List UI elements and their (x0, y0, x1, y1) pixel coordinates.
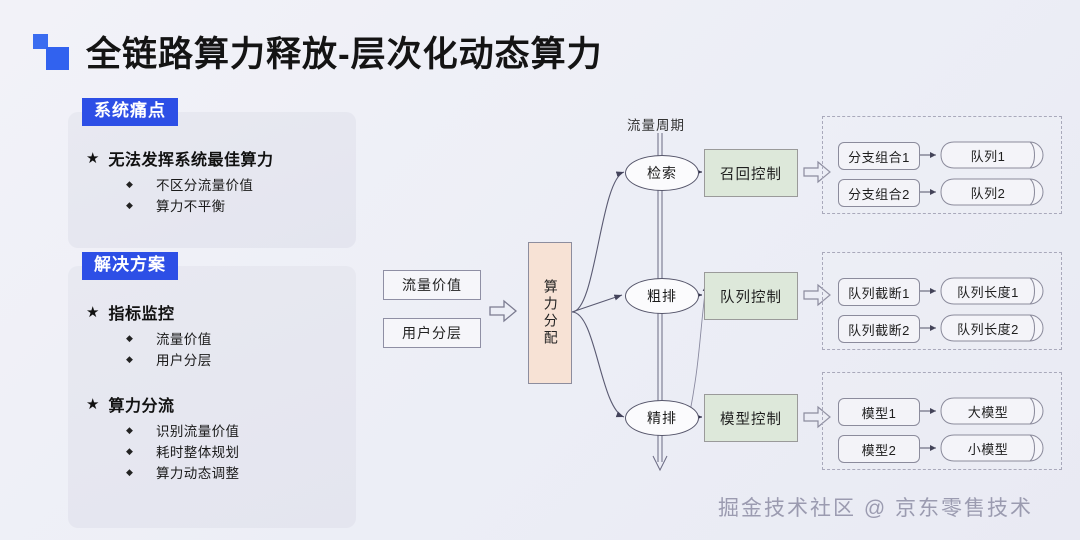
panel-solution: 解决方案 ★ 指标监控 ◆ 流量价值 ◆ 用户分层 ★ 算力分流 (68, 252, 356, 528)
slide-header: 全链路算力释放-层次化动态算力 (0, 0, 1080, 92)
panel-pain-points: 系统痛点 ★ 无法发挥系统最佳算力 ◆ 不区分流量价值 ◆ 算力不平衡 (68, 98, 356, 248)
output-target-queue-length-2-label: 队列长度2 (957, 321, 1019, 337)
control-box-model: 模型控制 (704, 394, 798, 442)
output-target-queue-length-2: 队列长度2 (940, 314, 1044, 342)
output-target-queue-2: 队列2 (940, 178, 1044, 206)
block-arrow-icon-inputs (488, 298, 518, 324)
panel-solution-body: ★ 指标监控 ◆ 流量价值 ◆ 用户分层 ★ 算力分流 ◆ (68, 292, 356, 483)
output-source-branch-2: 分支组合2 (838, 179, 920, 207)
output-target-queue-length-1: 队列长度1 (940, 277, 1044, 305)
logo-square-large (46, 47, 69, 70)
block-arrow-icon-top (802, 159, 832, 185)
block-arrow-icon-mid (802, 282, 832, 308)
stage-node-retrieve: 检索 (625, 155, 699, 191)
allocator-box: 算力分配 (528, 242, 572, 384)
diamond-bullet-icon: ◆ (126, 353, 133, 364)
page-title: 全链路算力释放-层次化动态算力 (86, 35, 603, 74)
blue-squares-logo-icon (33, 34, 73, 70)
output-target-small-model-label: 小模型 (967, 441, 1009, 457)
solution-split-list: ◆ 识别流量价值 ◆ 耗时整体规划 ◆ 算力动态调整 (68, 420, 356, 482)
list-item-label: 耗时整体规划 (156, 445, 240, 460)
panel-spacer (68, 370, 356, 384)
panel-solution-badge: 解决方案 (82, 252, 178, 280)
output-source-model-1: 模型1 (838, 398, 920, 426)
list-item-label: 算力动态调整 (156, 466, 240, 481)
block-arrow-icon-bot (802, 404, 832, 430)
output-target-small-model: 小模型 (940, 434, 1044, 462)
control-box-queue: 队列控制 (704, 272, 798, 320)
list-item: ◆ 流量价值 (126, 328, 356, 348)
allocator-label: 算力分配 (542, 279, 559, 347)
output-target-large-model: 大模型 (940, 397, 1044, 425)
list-item: ◆ 用户分层 (126, 349, 356, 369)
solution-heading-monitor: 指标监控 (108, 306, 175, 323)
solution-heading-row-monitor: ★ 指标监控 (86, 300, 356, 324)
stage-node-fine-rank: 精排 (625, 400, 699, 436)
diamond-bullet-icon: ◆ (126, 332, 133, 343)
list-item-label: 流量价值 (156, 332, 212, 347)
list-item-label: 算力不平衡 (156, 199, 226, 214)
watermark: 掘金技术社区 @ 京东零售技术 (718, 497, 1033, 520)
output-source-model-2: 模型2 (838, 435, 920, 463)
pain-heading-row: ★ 无法发挥系统最佳算力 (86, 146, 356, 170)
diamond-bullet-icon: ◆ (126, 466, 133, 477)
list-item: ◆ 识别流量价值 (126, 420, 356, 440)
pain-heading: 无法发挥系统最佳算力 (108, 152, 274, 169)
list-item: ◆ 算力动态调整 (126, 462, 356, 482)
diamond-bullet-icon: ◆ (126, 199, 133, 210)
input-box-traffic-value: 流量价值 (383, 270, 481, 300)
input-box-user-tier: 用户分层 (383, 318, 481, 348)
list-item-label: 识别流量价值 (156, 424, 240, 439)
star-icon: ★ (86, 303, 100, 321)
output-target-queue-1-label: 队列1 (970, 148, 1006, 164)
list-item-label: 不区分流量价值 (156, 178, 254, 193)
panel-pain-body: ★ 无法发挥系统最佳算力 ◆ 不区分流量价值 ◆ 算力不平衡 (68, 138, 356, 216)
solution-heading-split: 算力分流 (108, 398, 175, 415)
star-icon: ★ (86, 149, 100, 167)
output-source-truncate-2: 队列截断2 (838, 315, 920, 343)
solution-monitor-list: ◆ 流量价值 ◆ 用户分层 (68, 328, 356, 369)
output-source-branch-1: 分支组合1 (838, 142, 920, 170)
solution-heading-row-split: ★ 算力分流 (86, 392, 356, 416)
logo-square-small (33, 34, 48, 49)
diamond-bullet-icon: ◆ (126, 445, 133, 456)
output-target-queue-1: 队列1 (940, 141, 1044, 169)
star-icon: ★ (86, 395, 100, 413)
stage-node-coarse-rank: 粗排 (625, 278, 699, 314)
output-target-large-model-label: 大模型 (967, 404, 1009, 420)
list-item: ◆ 耗时整体规划 (126, 441, 356, 461)
output-source-truncate-1: 队列截断1 (838, 278, 920, 306)
list-item-label: 用户分层 (156, 353, 212, 368)
output-target-queue-length-1-label: 队列长度1 (957, 284, 1019, 300)
diamond-bullet-icon: ◆ (126, 178, 133, 189)
traffic-cycle-label: 流量周期 (627, 118, 685, 133)
output-target-queue-2-label: 队列2 (970, 185, 1006, 201)
panel-pain-badge: 系统痛点 (82, 98, 178, 126)
list-item: ◆ 不区分流量价值 (126, 174, 356, 194)
list-item: ◆ 算力不平衡 (126, 195, 356, 215)
pain-sub-list: ◆ 不区分流量价值 ◆ 算力不平衡 (68, 174, 356, 215)
diamond-bullet-icon: ◆ (126, 424, 133, 435)
control-box-recall: 召回控制 (704, 149, 798, 197)
